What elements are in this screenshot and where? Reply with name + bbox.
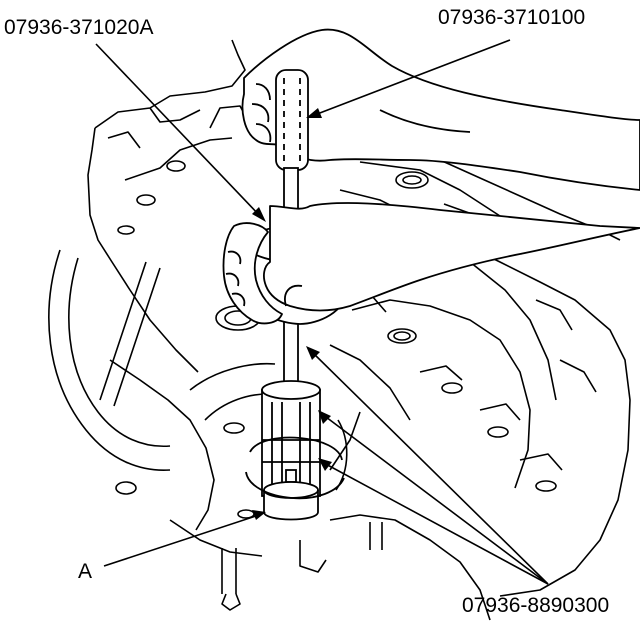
- leader-bearing-remover-1: [309, 349, 549, 585]
- leader-bearing-remover-3: [321, 461, 549, 585]
- leader-slide-hammer-weight: [95, 43, 263, 219]
- bearing-a: [245, 436, 345, 521]
- label-bearing-a: A: [78, 560, 92, 583]
- arrowhead-bearing-remover-2: [318, 410, 331, 424]
- arrowhead-bearing-remover-3: [318, 458, 332, 471]
- arrowhead-slide-hammer-handle: [306, 108, 322, 118]
- arrowhead-bearing-remover-1: [306, 346, 320, 360]
- leader-bearing-a: [103, 513, 263, 567]
- leader-arrowheads: [252, 108, 332, 520]
- leader-bearing-remover-2: [321, 413, 549, 585]
- arrowhead-bearing-a: [252, 510, 266, 520]
- bearing-remover: [261, 380, 321, 497]
- leader-slide-hammer-handle: [311, 39, 511, 117]
- leader-lines: [95, 39, 549, 585]
- slide-hammer-handle: [275, 69, 309, 171]
- label-slide-hammer-weight: 07936-371020A: [4, 16, 153, 39]
- hand-lower: [222, 202, 640, 325]
- label-slide-hammer-handle: 07936-3710100: [438, 6, 585, 29]
- label-bearing-remover: 07936-8890300: [462, 594, 609, 617]
- arrowhead-slide-hammer-weight: [252, 207, 266, 222]
